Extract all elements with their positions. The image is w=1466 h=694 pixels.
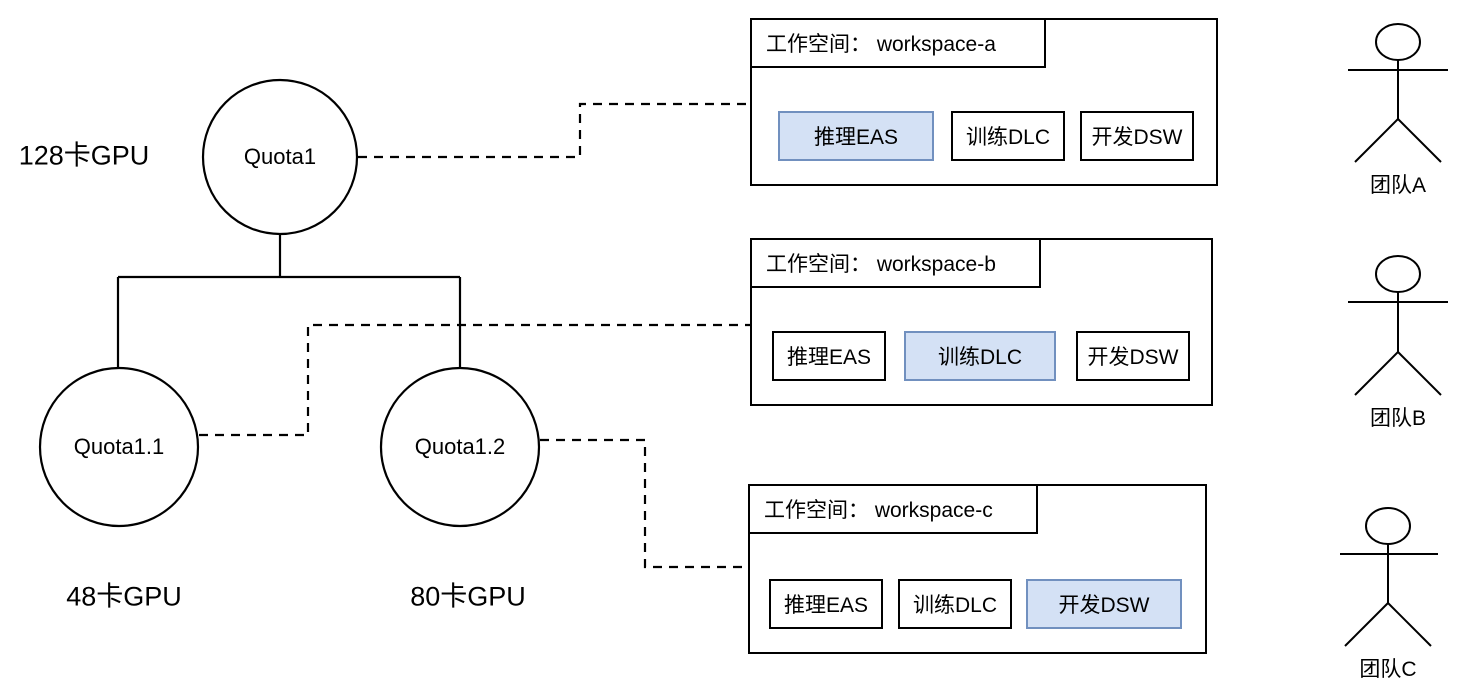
service-box-a-eas[interactable]: 推理EAS bbox=[778, 111, 934, 161]
team-figure-b: 团队B bbox=[1330, 254, 1466, 444]
link-quota1-to-workspace-a bbox=[358, 102, 750, 159]
gpu-capacity-quota1: 128卡GPU bbox=[18, 140, 150, 171]
team-figure-c: 团队C bbox=[1330, 498, 1466, 688]
link-quota1-2-to-workspace-c bbox=[540, 438, 748, 569]
service-box-b-dlc[interactable]: 训练DLC bbox=[904, 331, 1056, 381]
person-icon bbox=[1340, 507, 1438, 647]
quota-tree-edges bbox=[116, 234, 462, 368]
service-box-b-eas[interactable]: 推理EAS bbox=[772, 331, 886, 381]
quota-circle-quota1-1 bbox=[38, 366, 200, 528]
quota-label-quota1-2: Quota1.2 bbox=[414, 434, 506, 459]
workspace-title-c: 工作空间： workspace-c bbox=[748, 484, 1038, 534]
team-label-b: 团队B bbox=[1369, 407, 1426, 430]
service-box-a-dlc[interactable]: 训练DLC bbox=[951, 111, 1065, 161]
team-label-c: 团队C bbox=[1359, 658, 1417, 681]
service-box-c-dsw[interactable]: 开发DSW bbox=[1026, 579, 1182, 629]
gpu-capacity-quota1-1: 48卡GPU bbox=[66, 581, 182, 612]
link-quota1-1-to-workspace-b bbox=[199, 323, 750, 437]
workspace-title-a: 工作空间： workspace-a bbox=[750, 18, 1046, 68]
quota-circle-quota1 bbox=[201, 78, 359, 236]
person-icon bbox=[1348, 23, 1448, 163]
team-label-a: 团队A bbox=[1369, 174, 1426, 197]
person-icon bbox=[1348, 255, 1448, 396]
gpu-capacity-quota1-2: 80卡GPU bbox=[410, 581, 526, 612]
service-box-a-dsw[interactable]: 开发DSW bbox=[1080, 111, 1194, 161]
quota-label-quota1: Quota1 bbox=[243, 144, 317, 169]
workspace-title-b: 工作空间： workspace-b bbox=[750, 238, 1041, 288]
service-box-c-dlc[interactable]: 训练DLC bbox=[898, 579, 1012, 629]
service-box-c-eas[interactable]: 推理EAS bbox=[769, 579, 883, 629]
quota-label-quota1-1: Quota1.1 bbox=[73, 434, 165, 459]
quota-circle-quota1-2 bbox=[379, 366, 541, 528]
team-figure-a: 团队A bbox=[1330, 14, 1466, 204]
service-box-b-dsw[interactable]: 开发DSW bbox=[1076, 331, 1190, 381]
